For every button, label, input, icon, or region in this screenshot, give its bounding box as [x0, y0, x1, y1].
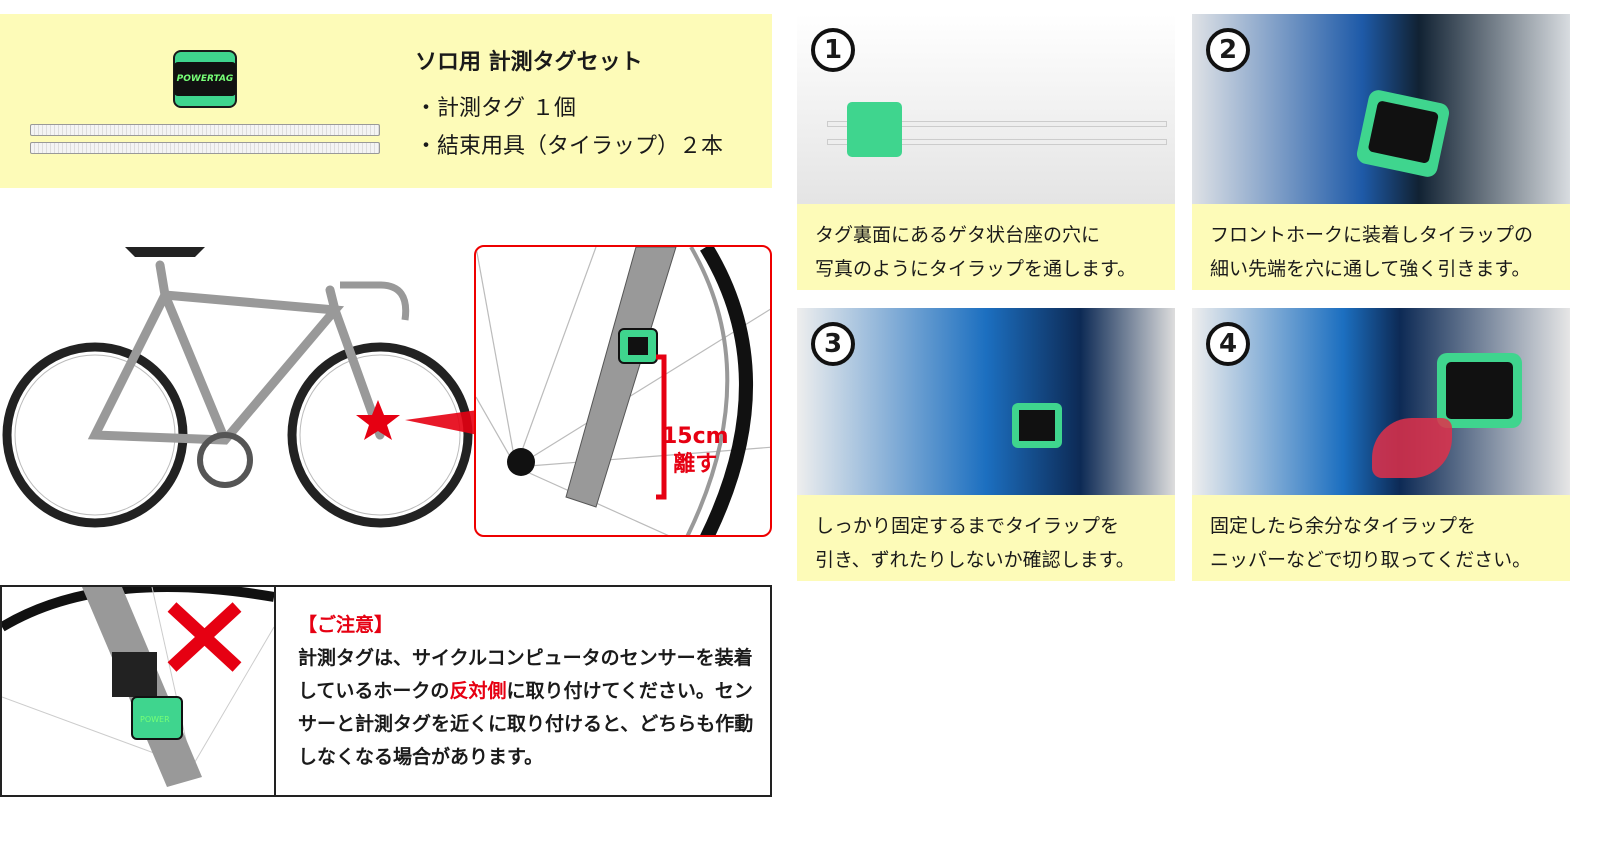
fork-closeup-inset: 15cm 離す — [474, 245, 772, 537]
cable-tie-image — [30, 142, 380, 154]
caution-logo: POWER — [140, 715, 170, 724]
powertag-image: POWERTAG — [173, 50, 237, 108]
kit-item: ・結束用具（タイラップ）２本 — [415, 134, 724, 159]
step-number: 3 — [811, 322, 855, 366]
star-marker-icon — [356, 400, 400, 440]
step-number: 1 — [811, 28, 855, 72]
saddle — [125, 247, 205, 257]
step-1-caption: タグ裏面にあるゲタ状台座の穴に写真のようにタイラップを通します。 — [797, 204, 1175, 290]
step-number: 4 — [1206, 322, 1250, 366]
caution-heading: 【ご注意】 — [298, 614, 394, 636]
caution-text: 【ご注意】 計測タグは、サイクルコンピュータのセンサーを装着しているホークの反対… — [298, 609, 758, 774]
step-4-photo: 4 — [1192, 308, 1570, 495]
cross-mark-icon — [167, 602, 242, 672]
distance-label: 15cm — [662, 424, 729, 449]
bicycle-illustration — [2, 247, 478, 528]
step-3-photo: 3 — [797, 308, 1175, 495]
step-2-caption: フロントホークに装着しタイラップの細い先端を穴に通して強く引きます。 — [1192, 204, 1570, 290]
kit-item: ・計測タグ １個 — [415, 96, 576, 121]
step-4-caption: 固定したら余分なタイラップをニッパーなどで切り取ってください。 — [1192, 495, 1570, 581]
divider — [274, 587, 276, 795]
step-1-photo: 1 — [797, 14, 1175, 204]
step-3-caption: しっかり固定するまでタイラップを引き、ずれたりしないか確認します。 — [797, 495, 1175, 581]
step-number: 2 — [1206, 28, 1250, 72]
kit-contents-panel: POWERTAG ソロ用 計測タグセット ・計測タグ １個 ・結束用具（タイラッ… — [0, 14, 772, 188]
step-2-photo: 2 — [1192, 14, 1570, 204]
wrong-placement-illustration: POWER — [2, 587, 274, 787]
caution-box: POWER 【ご注意】 計測タグは、サイクルコンピュータのセンサーを装着している… — [0, 585, 772, 797]
cable-tie-image — [30, 124, 380, 136]
distance-label-sub: 離す — [673, 452, 718, 477]
kit-title: ソロ用 計測タグセット — [415, 50, 643, 75]
caution-highlight: 反対側 — [449, 680, 507, 702]
